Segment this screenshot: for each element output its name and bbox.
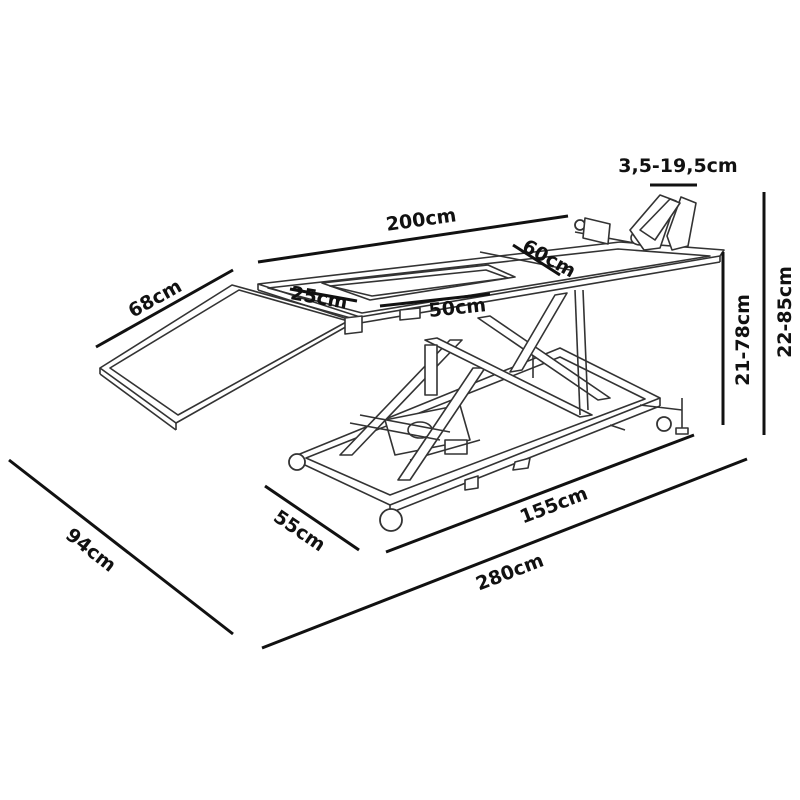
label-total-height: 22-85cm: [774, 266, 796, 358]
label-base-width: 55cm: [269, 506, 329, 556]
front-wheel: [379, 508, 403, 532]
dimension-line-50: [379, 292, 491, 308]
dimension-line-68: [95, 268, 234, 349]
dimension-lines: [8, 183, 766, 650]
ramp: [99, 284, 359, 431]
platform-deck: [257, 241, 725, 335]
dimension-line-155: [385, 433, 695, 554]
dimension-line-60: [512, 243, 561, 277]
label-lift-height: 21-78cm: [732, 294, 754, 386]
left-wheel: [288, 453, 306, 471]
base-frame: [288, 347, 689, 532]
label-total-length: 280cm: [473, 549, 547, 595]
wheel-clamp: [574, 194, 697, 251]
rear-wheel: [656, 416, 672, 432]
dimension-line-94: [8, 458, 234, 636]
dimension-line-25: [289, 287, 358, 303]
label-total-width: 94cm: [61, 524, 120, 577]
dimension-line-200: [257, 214, 569, 264]
lift-table-drawing: [99, 194, 725, 532]
dimension-line-55: [264, 484, 360, 552]
deck-panel: [321, 264, 516, 301]
dimension-line-280: [261, 457, 748, 650]
scissor-arms: [339, 289, 611, 481]
label-clamp-range: 3,5-19,5cm: [618, 155, 737, 177]
label-platform-length: 200cm: [385, 204, 458, 236]
